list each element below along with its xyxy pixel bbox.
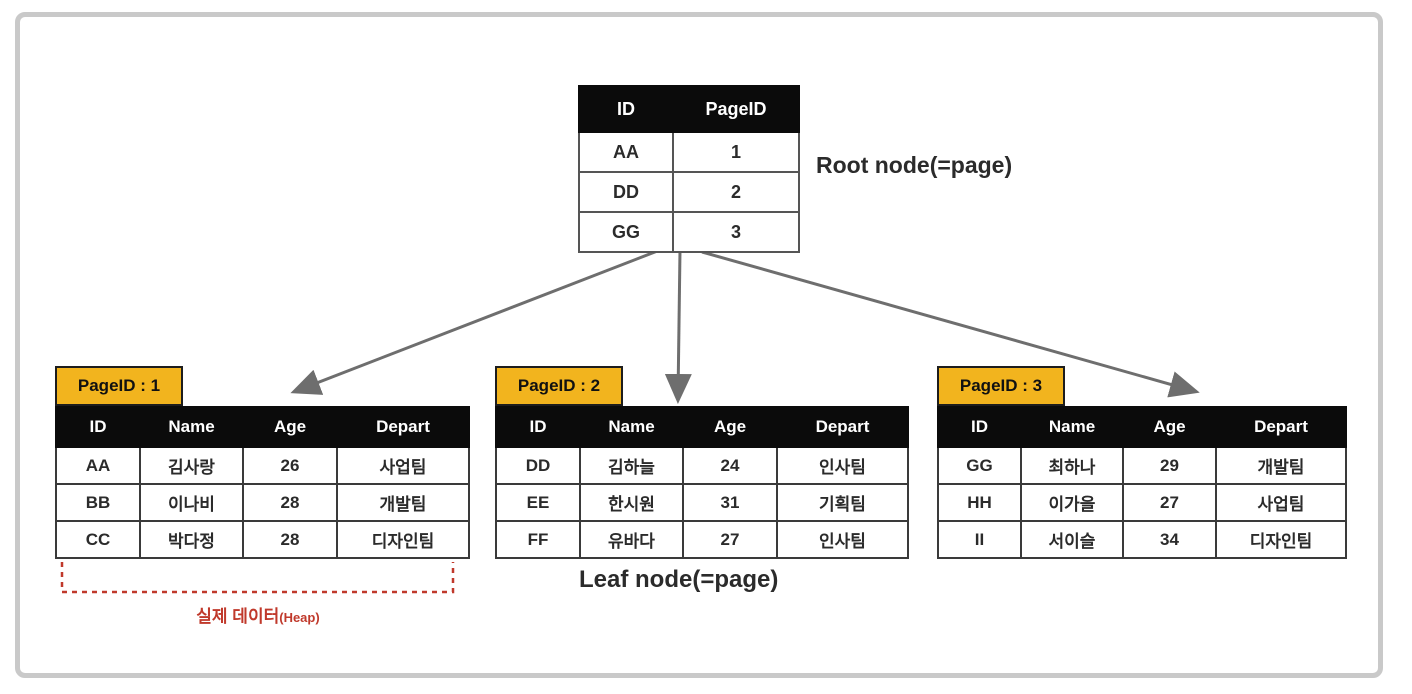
col-header: Age — [682, 406, 778, 448]
cell: 박다정 — [139, 520, 244, 559]
root-cell: 3 — [672, 211, 800, 253]
cell: 디자인팀 — [1215, 520, 1347, 559]
cell: 34 — [1122, 520, 1217, 559]
root-node-label: Root node(=page) — [816, 152, 1013, 178]
pageid-1-badge: PageID : 1 — [55, 366, 183, 406]
root-header-id: ID — [578, 85, 674, 133]
cell: 인사팀 — [776, 446, 909, 485]
table-row: DD 2 — [578, 171, 800, 213]
cell: DD — [495, 446, 581, 485]
cell: 개발팀 — [336, 483, 470, 522]
cell: 한시원 — [579, 483, 684, 522]
table-row: DD 김하늘 24 인사팀 — [495, 446, 909, 485]
leaf-table-page1: ID Name Age Depart AA 김사랑 26 사업팀 BB 이나비 … — [55, 406, 470, 559]
col-header: Name — [1020, 406, 1124, 448]
cell: 인사팀 — [776, 520, 909, 559]
table-row: GG 3 — [578, 211, 800, 253]
cell: FF — [495, 520, 581, 559]
cell: 최하나 — [1020, 446, 1124, 485]
cell: 서이슬 — [1020, 520, 1124, 559]
col-header: Age — [1122, 406, 1217, 448]
pageid-3-badge: PageID : 3 — [937, 366, 1065, 406]
heap-data-suffix: (Heap) — [279, 610, 320, 625]
cell: BB — [55, 483, 141, 522]
cell: 27 — [682, 520, 778, 559]
leaf-table-page2: ID Name Age Depart DD 김하늘 24 인사팀 EE 한시원 … — [495, 406, 909, 559]
cell: HH — [937, 483, 1022, 522]
cell: AA — [55, 446, 141, 485]
col-header: ID — [55, 406, 141, 448]
table-row: BB 이나비 28 개발팀 — [55, 483, 470, 522]
table-row: AA 1 — [578, 131, 800, 173]
cell: 사업팀 — [336, 446, 470, 485]
col-header: Depart — [776, 406, 909, 448]
table-row: FF 유바다 27 인사팀 — [495, 520, 909, 559]
col-header: Name — [579, 406, 684, 448]
table-row: EE 한시원 31 기획팀 — [495, 483, 909, 522]
table-row: AA 김사랑 26 사업팀 — [55, 446, 470, 485]
col-header: Depart — [336, 406, 470, 448]
table-row: II 서이슬 34 디자인팀 — [937, 520, 1347, 559]
table-row: CC 박다정 28 디자인팀 — [55, 520, 470, 559]
col-header: Name — [139, 406, 244, 448]
col-header: ID — [937, 406, 1022, 448]
leaf-table-page3: ID Name Age Depart GG 최하나 29 개발팀 HH 이가을 … — [937, 406, 1347, 559]
cell: II — [937, 520, 1022, 559]
cell: CC — [55, 520, 141, 559]
root-header-pageid: PageID — [672, 85, 800, 133]
col-header: Depart — [1215, 406, 1347, 448]
cell: 사업팀 — [1215, 483, 1347, 522]
cell: GG — [937, 446, 1022, 485]
cell: 이나비 — [139, 483, 244, 522]
cell: 유바다 — [579, 520, 684, 559]
cell: 김사랑 — [139, 446, 244, 485]
cell: 28 — [242, 483, 338, 522]
cell: EE — [495, 483, 581, 522]
table-row: HH 이가을 27 사업팀 — [937, 483, 1347, 522]
cell: 29 — [1122, 446, 1217, 485]
root-cell: AA — [578, 131, 674, 173]
cell: 27 — [1122, 483, 1217, 522]
leaf-node-label: Leaf node(=page) — [579, 566, 779, 593]
root-cell: GG — [578, 211, 674, 253]
pageid-2-badge: PageID : 2 — [495, 366, 623, 406]
heap-data-text: 실제 데이터 — [196, 607, 280, 626]
cell: 개발팀 — [1215, 446, 1347, 485]
cell: 김하늘 — [579, 446, 684, 485]
root-node-table: ID PageID AA 1 DD 2 GG 3 — [578, 85, 800, 253]
root-cell: DD — [578, 171, 674, 213]
cell: 31 — [682, 483, 778, 522]
cell: 28 — [242, 520, 338, 559]
cell: 이가을 — [1020, 483, 1124, 522]
cell: 26 — [242, 446, 338, 485]
table-row: GG 최하나 29 개발팀 — [937, 446, 1347, 485]
col-header: Age — [242, 406, 338, 448]
cell: 디자인팀 — [336, 520, 470, 559]
root-cell: 2 — [672, 171, 800, 213]
root-cell: 1 — [672, 131, 800, 173]
heap-data-label: 실제 데이터(Heap) — [62, 602, 454, 627]
cell: 기획팀 — [776, 483, 909, 522]
cell: 24 — [682, 446, 778, 485]
col-header: ID — [495, 406, 581, 448]
